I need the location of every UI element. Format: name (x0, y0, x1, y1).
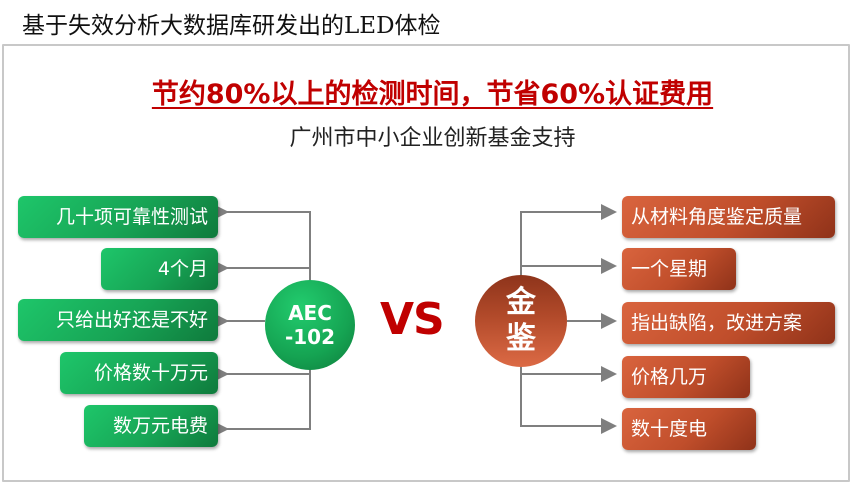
right-item-price: 价格几万 (622, 356, 750, 398)
right-item-duration: 一个星期 (622, 248, 736, 290)
jinjian-circle: 金 鉴 (475, 275, 567, 367)
left-item-power-cost: 数万元电费 (84, 405, 218, 447)
right-item-material-analysis: 从材料角度鉴定质量 (622, 196, 835, 238)
jinjian-label-line2: 鉴 (506, 321, 536, 356)
left-item-result: 只给出好还是不好 (18, 299, 218, 341)
left-item-reliability-tests: 几十项可靠性测试 (18, 196, 218, 238)
headline: 节约80%以上的检测时间，节省60%认证费用 (151, 79, 714, 110)
subline: 广州市中小企业创新基金支持 (289, 126, 576, 151)
page-title: 基于失效分析大数据库研发出的LED体检 (22, 13, 441, 39)
content-frame (2, 44, 850, 482)
vs-label: VS (380, 294, 445, 345)
jinjian-label-line1: 金 (506, 285, 536, 320)
aec-102-circle: AEC -102 (265, 280, 355, 370)
aec-label-line1: AEC (288, 301, 332, 325)
right-item-power-cost: 数十度电 (622, 408, 756, 450)
left-item-price: 价格数十万元 (60, 352, 218, 394)
aec-label-line2: -102 (284, 325, 336, 349)
left-item-duration: 4个月 (101, 248, 218, 290)
right-item-defect-improvement: 指出缺陷，改进方案 (622, 302, 835, 344)
